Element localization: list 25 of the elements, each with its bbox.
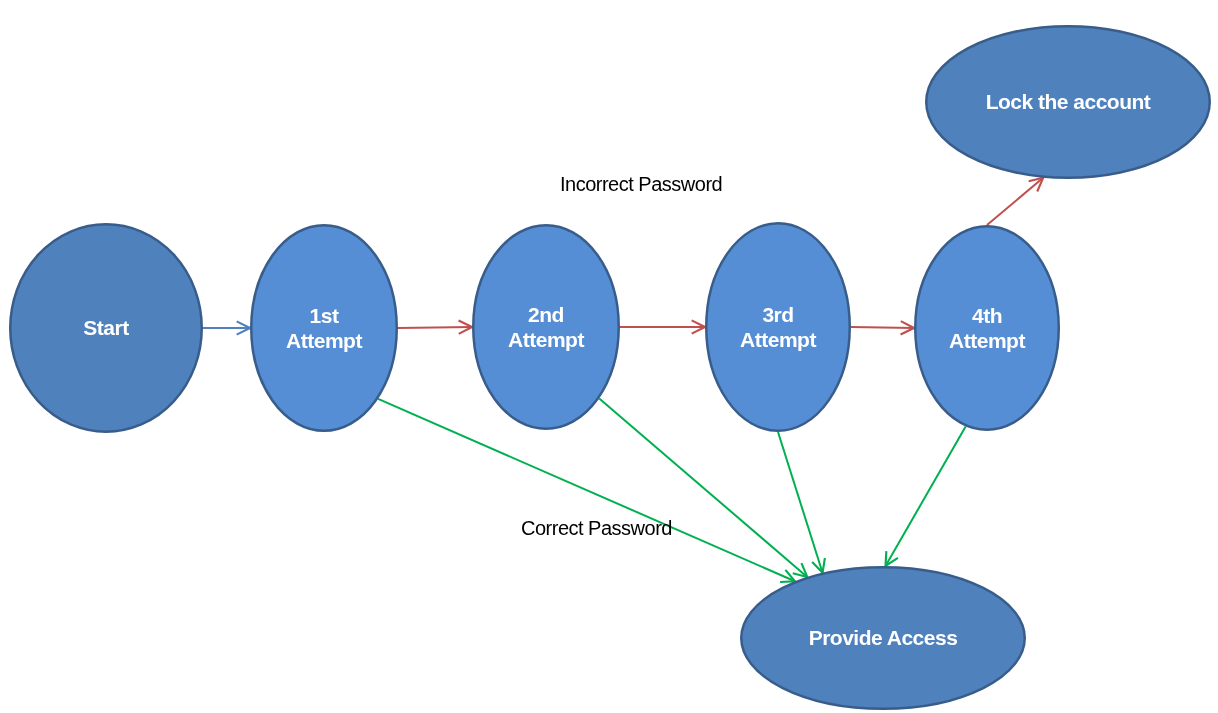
arrow (850, 320, 916, 336)
state-ellipse (705, 222, 851, 432)
arrow (397, 319, 474, 335)
state-ellipse (925, 25, 1211, 179)
annotation-text: Correct Password (521, 517, 672, 540)
state-label: Provide Access (808, 625, 958, 651)
annotation-text: Incorrect Password (560, 173, 723, 196)
state-label: Lock the account (985, 89, 1151, 115)
arrow (986, 176, 1045, 226)
arrow (619, 319, 707, 335)
state-label: 4th Attempt (948, 302, 1027, 354)
arrow (884, 425, 967, 568)
state-ellipse (9, 223, 203, 433)
state-ellipse (472, 224, 620, 430)
arrow (777, 431, 826, 574)
state-ellipse (250, 224, 398, 432)
state-label: Start (83, 315, 129, 341)
arrow (598, 397, 809, 578)
state-ellipse (914, 225, 1060, 431)
arrow (377, 397, 797, 584)
state-label: 2nd Attempt (507, 301, 586, 353)
arrow (202, 320, 252, 336)
state-ellipse (740, 566, 1026, 710)
state-label: 1st Attempt (285, 302, 364, 354)
state-label: 3rd Attempt (739, 301, 818, 353)
